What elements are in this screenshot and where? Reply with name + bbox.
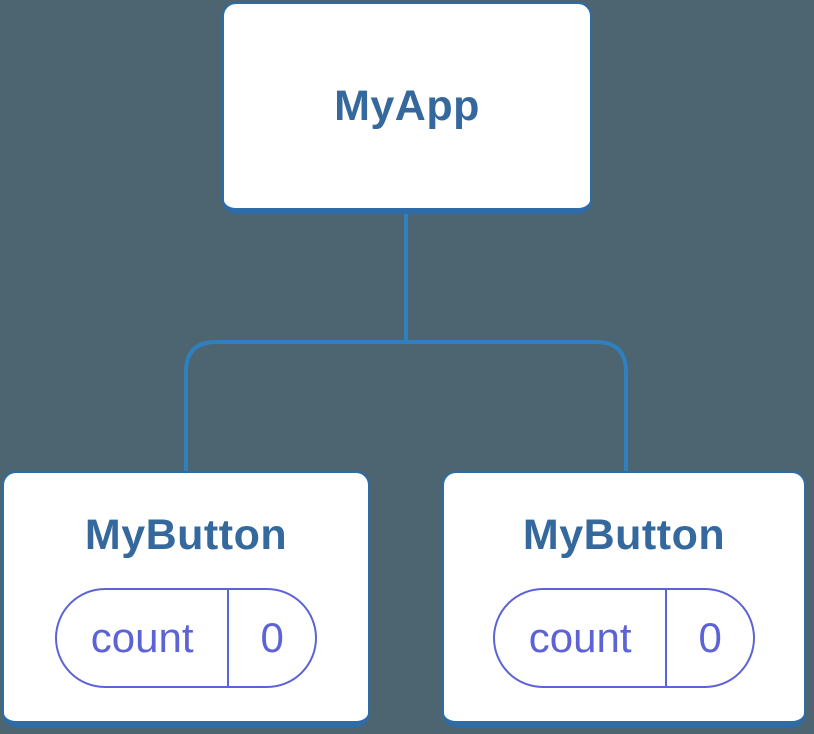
node-mybutton-1: MyButton count 0	[2, 471, 370, 727]
state-value-2: 0	[665, 590, 753, 686]
state-pill-count-1: count 0	[55, 588, 317, 688]
state-pill-count-2: count 0	[493, 588, 755, 688]
state-name-1: count	[90, 614, 194, 661]
connector-branch	[184, 340, 628, 471]
state-value-1: 0	[227, 590, 315, 686]
node-mybutton-1-label: MyButton	[84, 511, 288, 559]
node-myapp: MyApp	[222, 2, 592, 214]
state-name-2: count	[528, 614, 632, 661]
node-mybutton-2: MyButton count 0	[442, 471, 806, 727]
node-myapp-label: MyApp	[334, 81, 480, 130]
node-mybutton-2-label: MyButton	[522, 511, 726, 559]
